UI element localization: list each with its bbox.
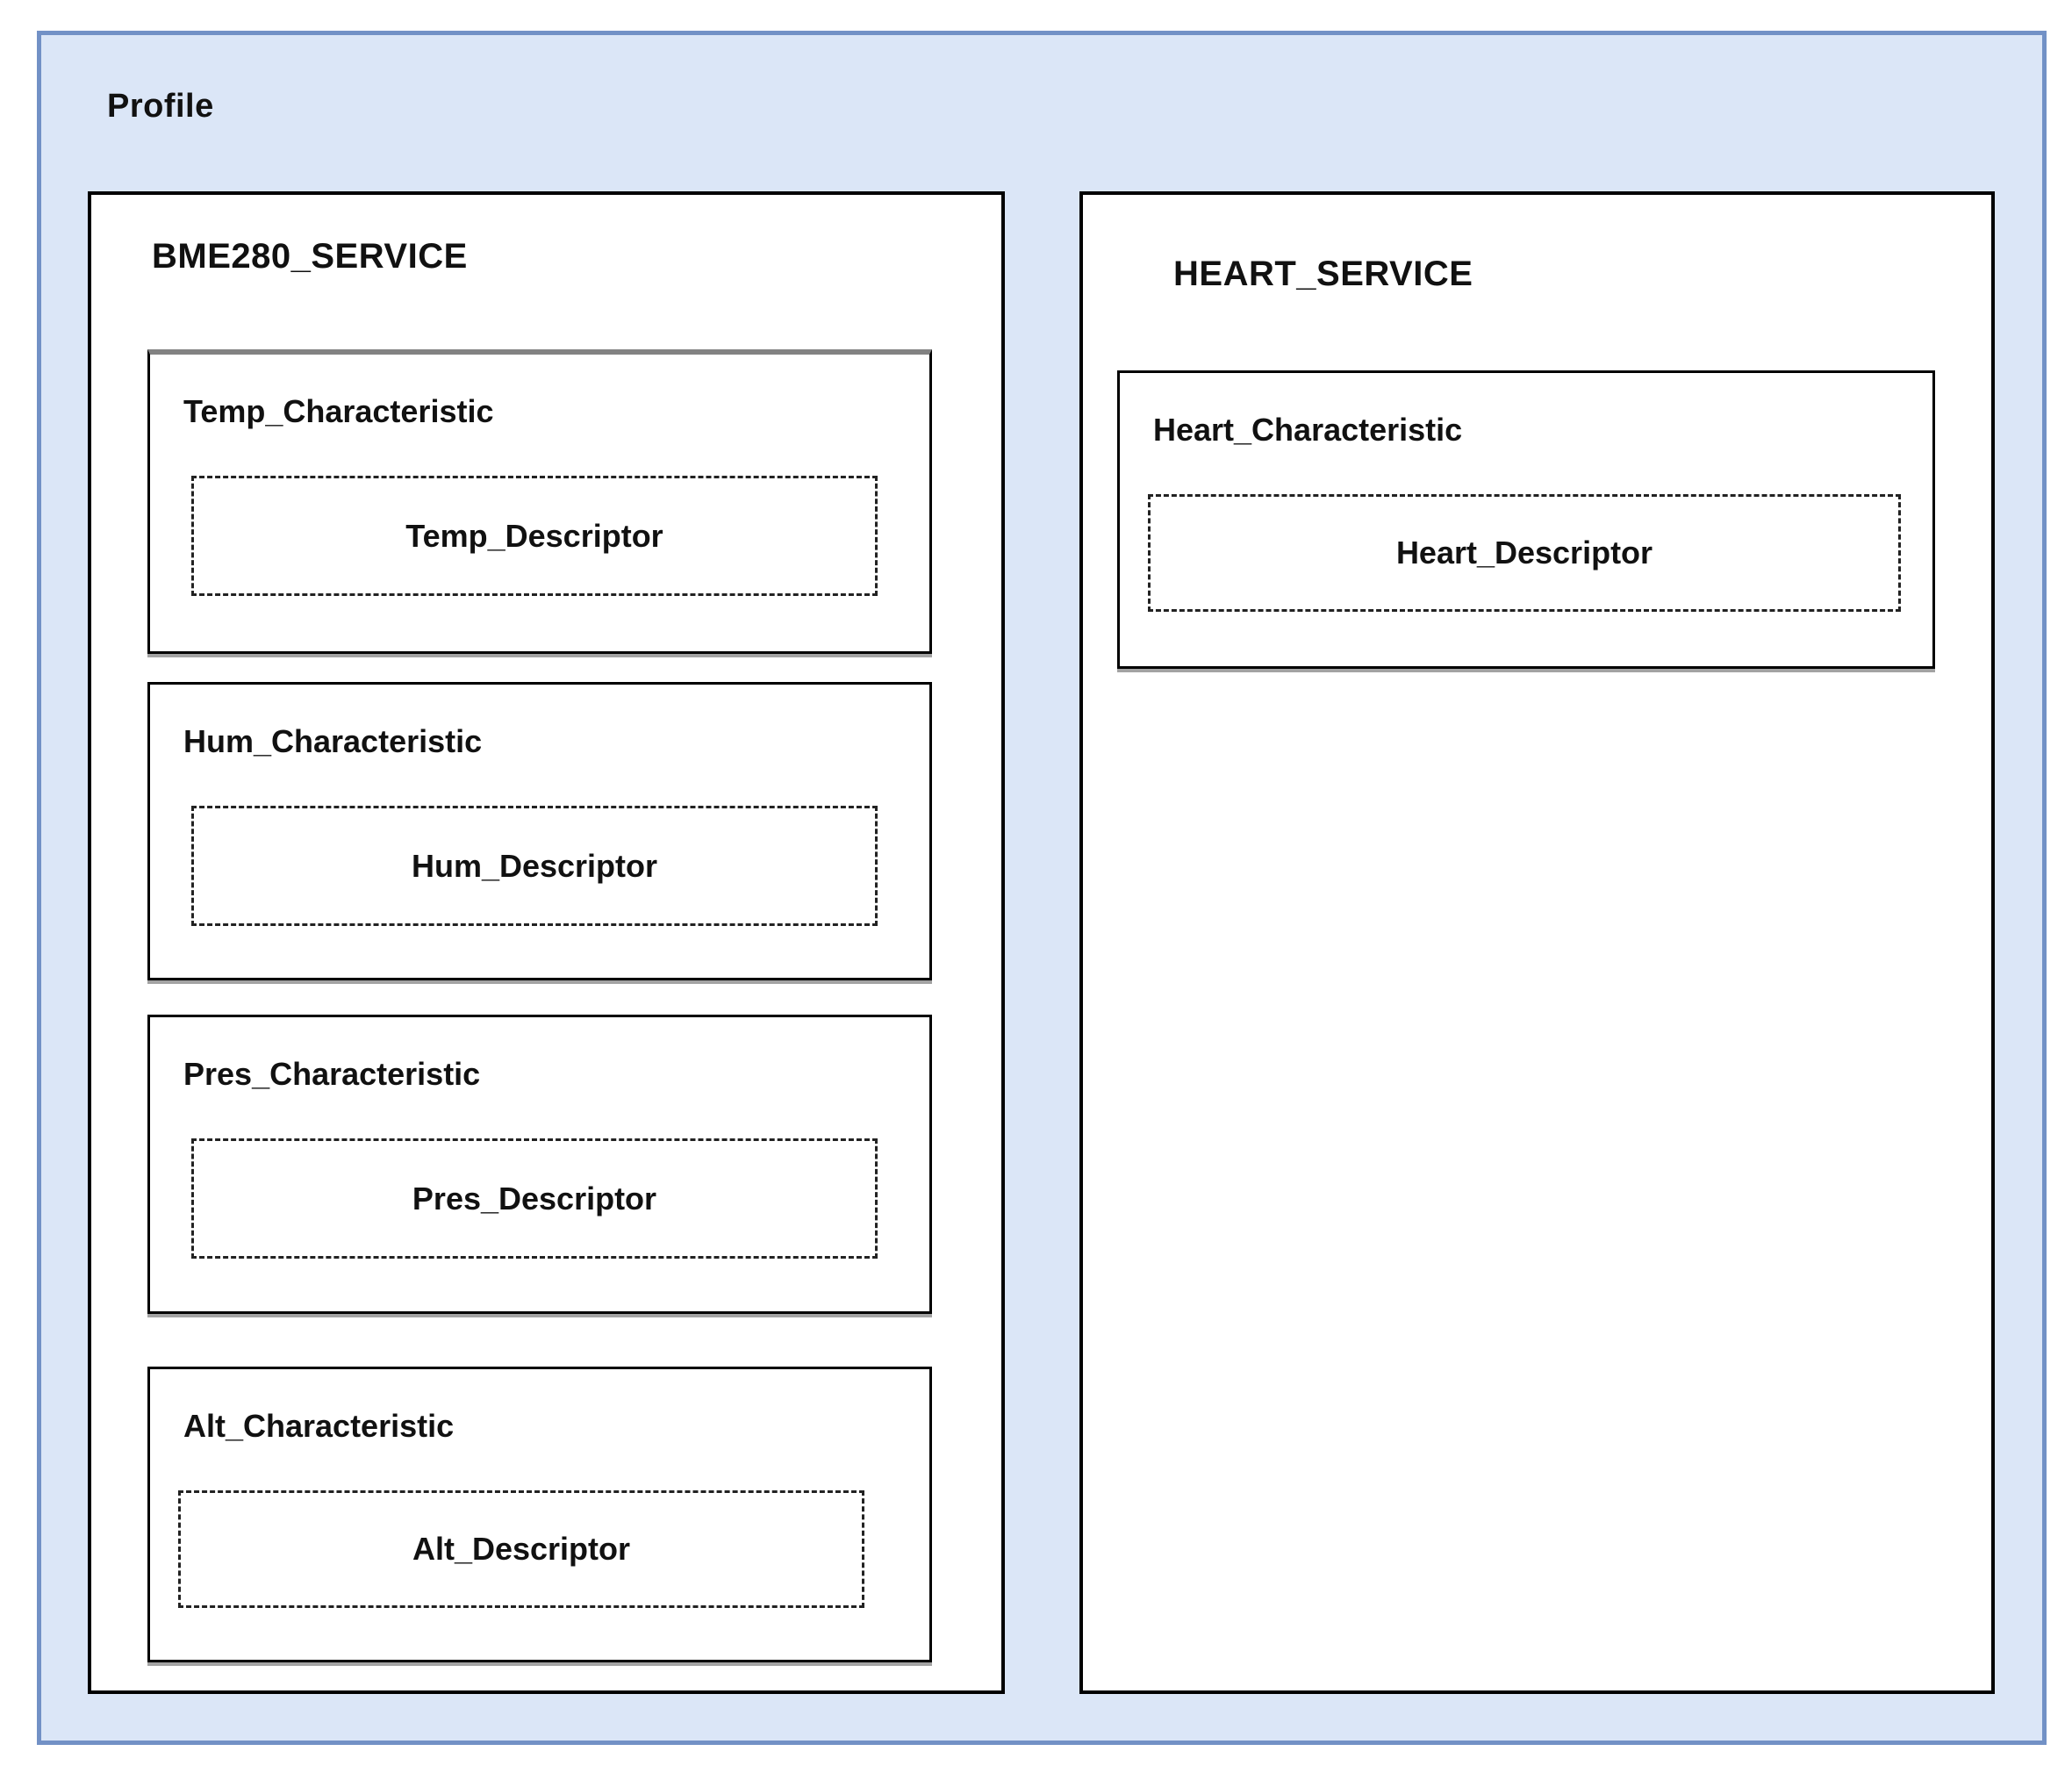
characteristic-box-temp: Temp_Characteristic Temp_Descriptor <box>147 349 932 654</box>
descriptor-box-temp: Temp_Descriptor <box>191 476 878 596</box>
characteristic-title-alt: Alt_Characteristic <box>183 1408 455 1444</box>
descriptor-label-hum: Hum_Descriptor <box>411 847 658 884</box>
descriptor-label-heart: Heart_Descriptor <box>1395 535 1653 571</box>
service-panel-heart: HEART_SERVICE Heart_Characteristic Heart… <box>1079 191 1995 1694</box>
profile-title: Profile <box>107 88 214 125</box>
descriptor-box-hum: Hum_Descriptor <box>191 806 878 926</box>
characteristic-box-hum: Hum_Characteristic Hum_Descriptor <box>147 682 932 980</box>
service-title-bme280: BME280_SERVICE <box>152 237 468 276</box>
characteristic-box-heart: Heart_Characteristic Heart_Descriptor <box>1117 370 1935 669</box>
descriptor-label-temp: Temp_Descriptor <box>405 517 663 554</box>
characteristic-box-alt: Alt_Characteristic Alt_Descriptor <box>147 1367 932 1662</box>
descriptor-box-heart: Heart_Descriptor <box>1148 494 1901 612</box>
characteristic-title-pres: Pres_Characteristic <box>183 1056 481 1092</box>
characteristic-title-heart: Heart_Characteristic <box>1153 412 1463 448</box>
descriptor-label-alt: Alt_Descriptor <box>412 1531 631 1567</box>
profile-container: Profile BME280_SERVICE Temp_Characterist… <box>37 31 2047 1745</box>
descriptor-box-pres: Pres_Descriptor <box>191 1138 878 1259</box>
service-title-heart: HEART_SERVICE <box>1173 255 1473 293</box>
characteristic-title-hum: Hum_Characteristic <box>183 723 483 759</box>
descriptor-box-alt: Alt_Descriptor <box>178 1490 864 1608</box>
service-panel-bme280: BME280_SERVICE Temp_Characteristic Temp_… <box>88 191 1005 1694</box>
characteristic-title-temp: Temp_Characteristic <box>183 393 494 429</box>
descriptor-label-pres: Pres_Descriptor <box>412 1180 657 1217</box>
characteristic-box-pres: Pres_Characteristic Pres_Descriptor <box>147 1015 932 1314</box>
